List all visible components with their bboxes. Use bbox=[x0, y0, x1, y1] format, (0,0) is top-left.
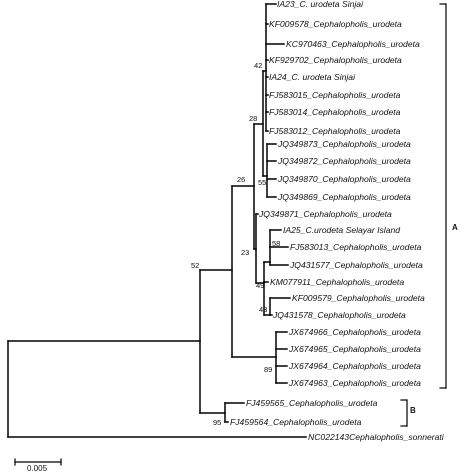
tip-label: JX674966_Cephalopholis_urodeta bbox=[288, 327, 421, 337]
bootstrap-value: 55 bbox=[258, 178, 266, 187]
tip-label: JQ349869_Cephalopholis_urodeta bbox=[277, 192, 411, 202]
bootstrap-value: 49 bbox=[256, 281, 264, 290]
tip-label: FJ459564_Cephalopholis_urodeta bbox=[230, 417, 362, 427]
bootstrap-value: 23 bbox=[241, 248, 249, 257]
tip-label: JQ431578_Cephalopholis_urodeta bbox=[272, 310, 406, 320]
scale-bar: 0.005 bbox=[14, 458, 62, 472]
bootstrap-value: 26 bbox=[237, 175, 245, 184]
bootstrap-value: 95 bbox=[213, 418, 221, 427]
tip-label: KF009578_Cephalopholis_urodeta bbox=[269, 19, 402, 29]
tip-label: FJ583015_Cephalopholis_urodeta bbox=[269, 90, 401, 100]
tip-label: IA24_C. urodeta Sinjai bbox=[269, 72, 356, 82]
tip-label: JQ349871_Cephalopholis_urodeta bbox=[258, 209, 392, 219]
tip-label: KF009579_Cephalopholis_urodeta bbox=[292, 293, 425, 303]
tip-label: KM077911_Cephalopholis_urodeta bbox=[270, 277, 404, 287]
tip-label: FJ583013_Cephalopholis_urodeta bbox=[290, 242, 422, 252]
bootstrap-value: 43 bbox=[259, 305, 267, 314]
tip-label: FJ459565_Cephalopholis_urodeta bbox=[246, 398, 378, 408]
bootstrap-value: 52 bbox=[191, 261, 199, 270]
tip-label: JQ349870_Cephalopholis_urodeta bbox=[277, 174, 411, 184]
tip-label: JX674963_Cephalopholis_urodeta bbox=[288, 378, 421, 388]
tip-label: IA25_C.urodeta Selayar Island bbox=[283, 225, 400, 235]
clade-brackets: A B bbox=[400, 3, 458, 427]
tip-label: JX674965_Cephalopholis_urodeta bbox=[288, 344, 421, 354]
scale-bar-label: 0.005 bbox=[27, 464, 48, 472]
tree-branches bbox=[7, 3, 307, 438]
bootstrap-value: 28 bbox=[249, 114, 257, 123]
bootstrap-value: 89 bbox=[264, 365, 272, 374]
bootstrap-value: 58 bbox=[272, 239, 280, 248]
clade-label-a: A bbox=[452, 223, 458, 232]
tip-label: JQ431577_Cephalopholis_urodeta bbox=[289, 260, 423, 270]
clade-label-b: B bbox=[410, 406, 416, 415]
bootstrap-value: 42 bbox=[254, 61, 262, 70]
tip-label: KC970463_Cephalopholis_urodeta bbox=[286, 39, 420, 49]
tip-label: JQ349872_Cephalopholis_urodeta bbox=[277, 156, 411, 166]
bootstrap-values: 42 28 55 26 58 23 49 43 52 89 95 bbox=[191, 61, 280, 427]
tip-label: FJ583012_Cephalopholis_urodeta bbox=[269, 126, 401, 136]
tip-label: KF929702_Cephalopholis_urodeta bbox=[269, 55, 402, 65]
tip-labels: IA23_C. urodeta Sinjai KF009578_Cephalop… bbox=[230, 0, 445, 442]
tip-label: NC022143Cephalopholis_sonnerati bbox=[308, 432, 445, 442]
tip-label: IA23_C. urodeta Sinjai bbox=[277, 0, 364, 9]
tip-label: JQ349873_Cephalopholis_urodeta bbox=[277, 139, 411, 149]
tip-label: JX674964_Cephalopholis_urodeta bbox=[288, 361, 421, 371]
tip-label: FJ583014_Cephalopholis_urodeta bbox=[269, 107, 401, 117]
